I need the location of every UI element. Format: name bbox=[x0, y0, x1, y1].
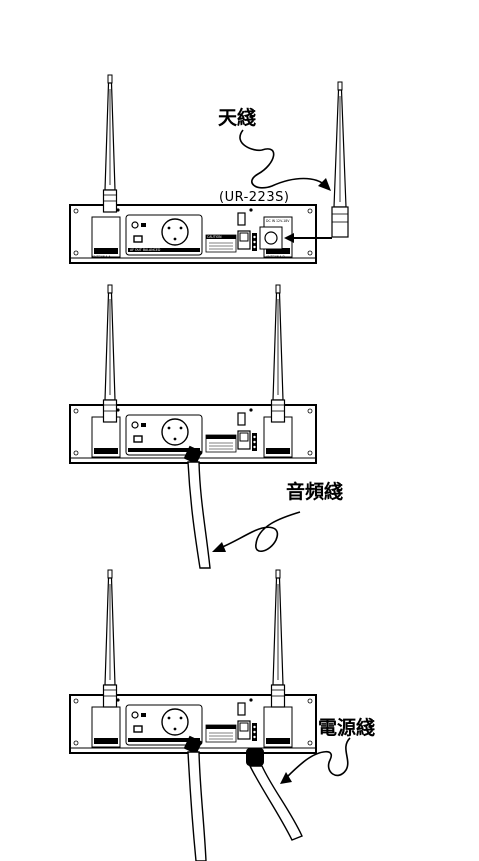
step-2-audio-cable bbox=[69, 284, 317, 569]
bottom-right-antenna bbox=[270, 569, 286, 708]
step-1-antenna-install: ANTENNA A ANTENNA B AF OUT BALANCED CAUT… bbox=[69, 74, 349, 264]
audio-callout-arrow bbox=[212, 511, 301, 552]
right-antenna-detached bbox=[331, 81, 349, 238]
middle-left-antenna bbox=[102, 284, 118, 423]
antenna-a-label: ANTENNA A bbox=[92, 255, 111, 259]
power-callout-arrow bbox=[280, 737, 351, 784]
bottom-left-antenna bbox=[102, 569, 118, 708]
antenna-callout-arrow bbox=[239, 129, 331, 191]
left-antenna bbox=[102, 74, 118, 213]
audio-cable-label: 音頻綫 bbox=[286, 481, 344, 503]
power-cable-label: 電源綫 bbox=[318, 717, 376, 739]
audio-cable-bottom bbox=[183, 735, 207, 861]
model-label: (UR-223S) bbox=[219, 190, 290, 205]
step-3-power-cable bbox=[69, 569, 351, 861]
caution-label: CAUTION bbox=[207, 235, 222, 239]
antenna-b-label: ANTENNA B bbox=[266, 255, 285, 259]
af-out-label: AF OUT BALANCED bbox=[130, 248, 161, 252]
receiver-unit-top: ANTENNA A ANTENNA B AF OUT BALANCED CAUT… bbox=[69, 204, 317, 264]
audio-cable bbox=[183, 445, 211, 569]
middle-right-antenna bbox=[270, 284, 286, 423]
dc-in-label: DC IN 12V-18V bbox=[266, 219, 290, 223]
antenna-label: 天綫 bbox=[218, 107, 257, 129]
power-cable bbox=[246, 748, 303, 841]
